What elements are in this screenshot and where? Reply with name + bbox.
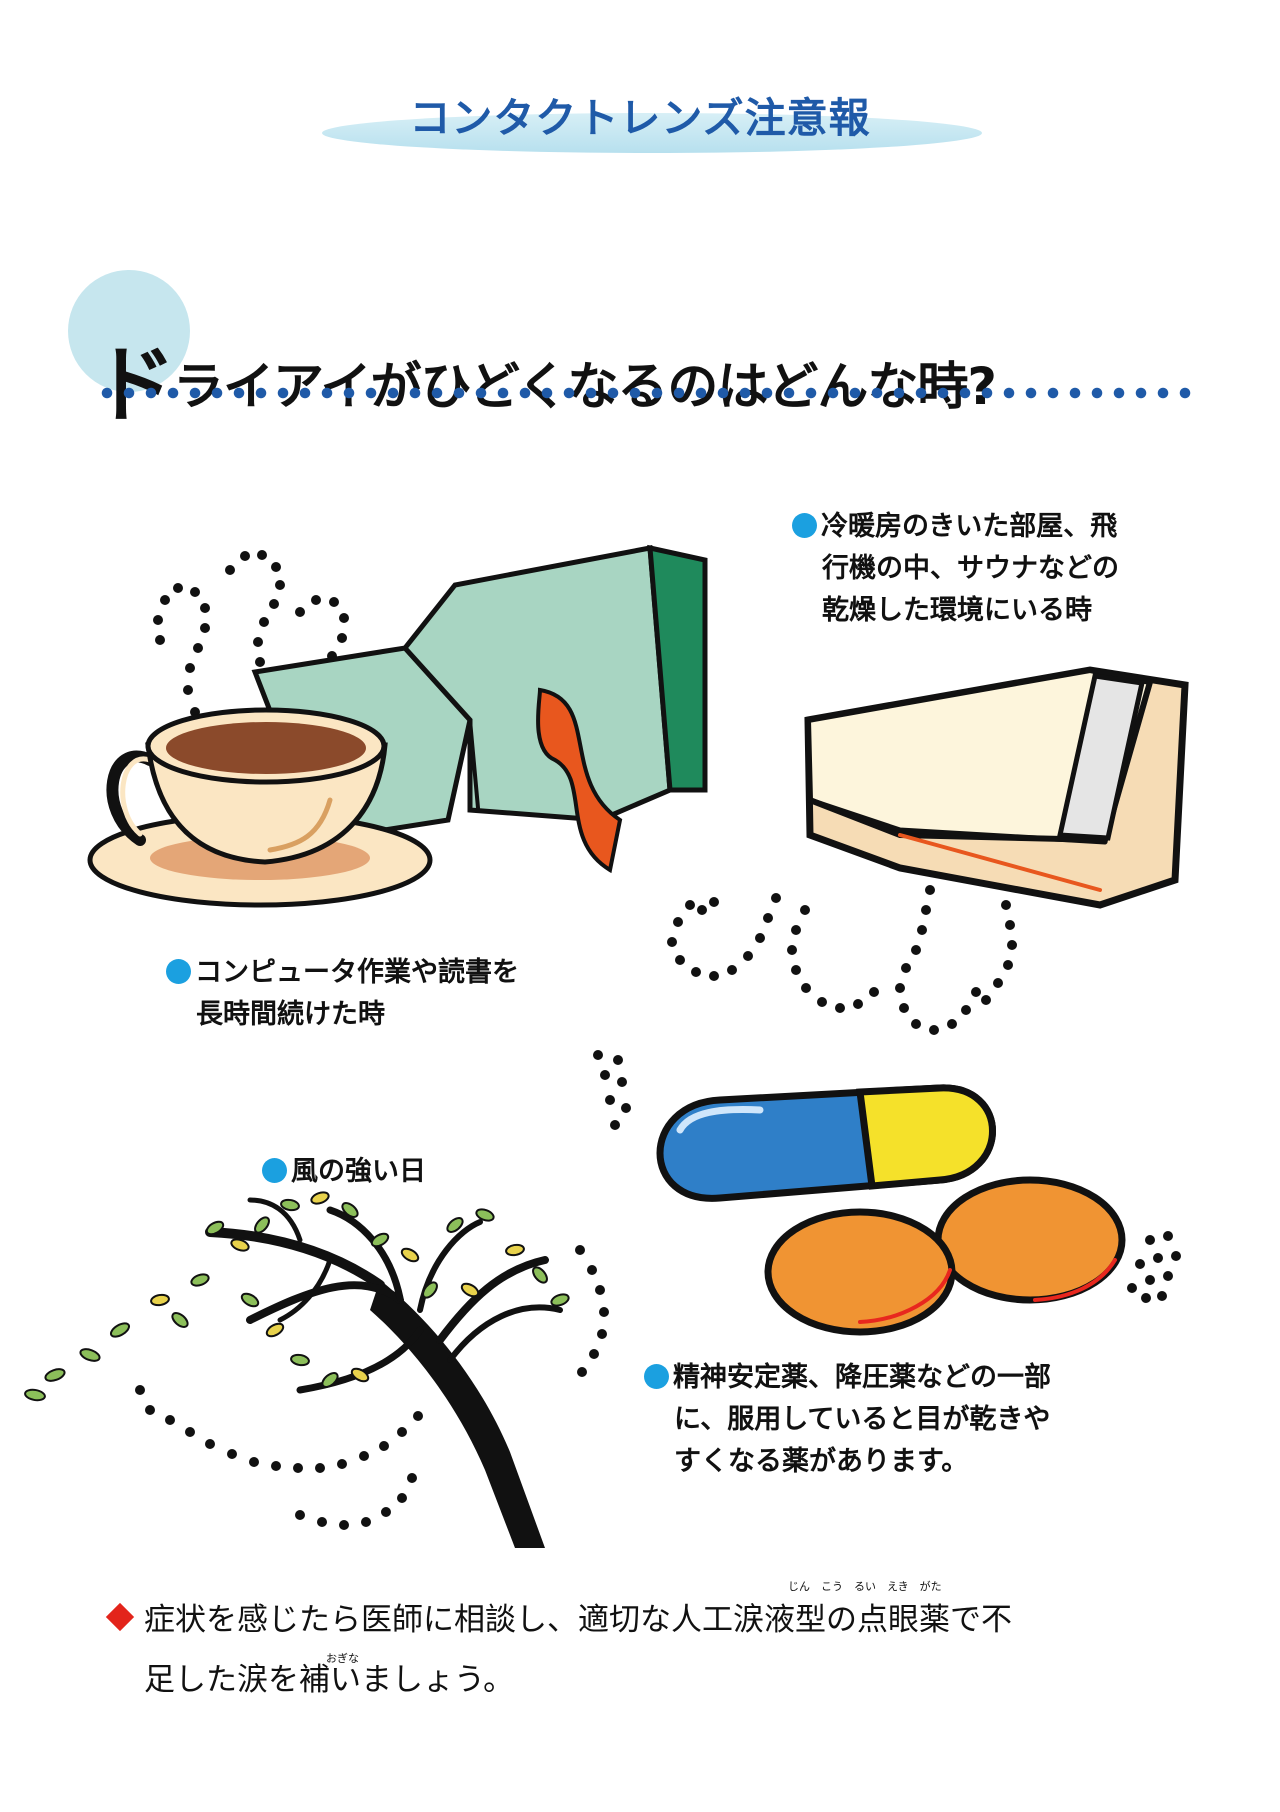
caption-medicine-line3: すくなる薬があります。 [674,1446,969,1477]
caption-wind-line1: 風の強い日 [291,1156,426,1187]
windblown-tree-icon [205,1197,563,1548]
ruby-jinkou-ruieki-gata: じん こう るい えき がた [788,1580,942,1593]
tablet-icon [764,1176,1126,1336]
page-header-title: コンタクトレンズ注意報 [409,94,871,142]
air-conditioner-icon [804,666,1189,909]
caption-aircon-line1: 冷暖房のきいた部屋、飛 [821,511,1118,542]
dotted-divider [96,386,1194,400]
caption-aircon-line2: 行機の中、サウナなどの [822,553,1119,584]
caption-medicine: 精神安定薬、降圧薬などの一部 に、服用していると目が乾きや すくなる薬があります… [644,1357,1051,1483]
advice-line1: 症状を感じたら医師に相談し、適切な人工涙液型の点眼薬で不 [144,1602,1012,1638]
advice-note: 症状を感じたら医師に相談し、適切な人工涙液型の点眼薬で不 足した涙を補いましょう… [104,1590,1204,1710]
ruby-oginau: おぎな [326,1652,359,1665]
leaves [24,1191,570,1402]
diamond-bullet-icon [105,1602,135,1632]
header-ellipse [322,113,982,153]
caption-computer: コンピュータ作業や読書を 長時間続けた時 [166,952,519,1036]
heading-first-char: ド [92,336,176,434]
caption-medicine-line2: に、服用していると目が乾きや [674,1404,1051,1435]
coffee-cup-icon [87,707,433,908]
advice-line2: 足した涙を補いましょう。 [144,1662,515,1698]
caption-wind: 風の強い日 [262,1151,426,1193]
caption-medicine-line1: 精神安定薬、降圧薬などの一部 [673,1362,1051,1393]
scatter-dots-icon [593,1050,1181,1303]
bullet-icon [792,513,817,538]
wind-dots-icon [135,1245,609,1530]
capsule-icon [656,1084,996,1202]
bullet-icon [644,1364,669,1389]
air-flow-dots-icon [667,885,1017,1035]
caption-computer-line2: 長時間続けた時 [196,999,385,1030]
bullet-icon [262,1158,287,1183]
bullet-icon [166,959,191,984]
caption-aircon-line3: 乾燥した環境にいる時 [822,595,1092,626]
heading-circle [68,270,190,392]
caption-computer-line1: コンピュータ作業や読書を [195,957,519,988]
caption-aircon: 冷暖房のきいた部屋、飛 行機の中、サウナなどの 乾燥した環境にいる時 [792,506,1119,632]
